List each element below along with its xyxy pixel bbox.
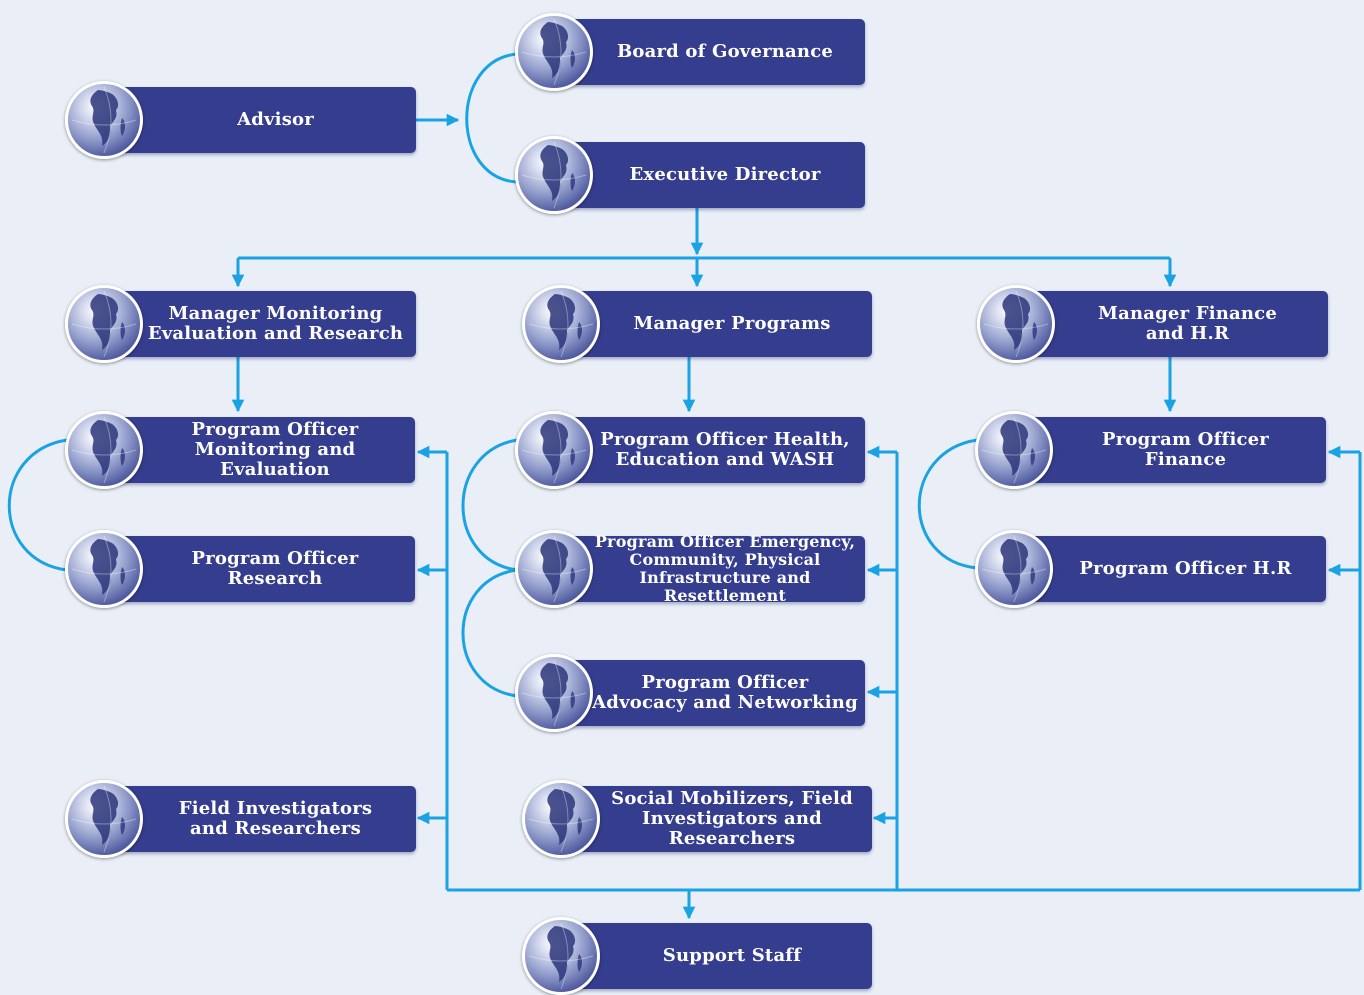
middle-bracket-lower: [461, 568, 518, 698]
node-po-finance-label: Program Officer Finance: [1102, 429, 1269, 470]
node-support-staff: Support Staff: [522, 917, 872, 995]
globe-icon: [522, 780, 600, 858]
globe-icon: [65, 411, 143, 489]
globe-icon: [977, 285, 1055, 363]
node-po-research: Program Officer Research: [65, 530, 415, 608]
left-bracket: [7, 438, 68, 572]
right-bracket: [917, 438, 978, 570]
node-po-hr: Program Officer H.R: [975, 530, 1326, 608]
node-manager-programs: Manager Programs: [522, 285, 872, 363]
node-po-health-label: Program Officer Health, Education and WA…: [600, 429, 850, 470]
node-po-health: Program Officer Health, Education and WA…: [515, 411, 865, 489]
node-manager-finance: Manager Finance and H.R: [977, 285, 1328, 363]
node-po-advocacy: Program Officer Advocacy and Networking: [515, 654, 865, 732]
globe-icon: [515, 654, 593, 732]
board-executive-bracket: [465, 52, 518, 184]
node-po-advocacy-label: Program Officer Advocacy and Networking: [592, 672, 858, 713]
globe-icon: [65, 530, 143, 608]
node-field-investigators-label: Field Investigators and Researchers: [178, 798, 373, 839]
node-po-me-label: Program Officer Monitoring and Evaluatio…: [191, 419, 359, 480]
globe-icon: [522, 285, 600, 363]
node-advisor-label: Advisor: [237, 109, 314, 130]
globe-icon: [975, 530, 1053, 608]
node-field-investigators: Field Investigators and Researchers: [65, 780, 416, 858]
globe-icon: [65, 780, 143, 858]
node-po-monitoring-evaluation: Program Officer Monitoring and Evaluatio…: [65, 411, 415, 489]
globe-icon: [515, 13, 593, 91]
node-social-mobilizers: Social Mobilizers, Field Investigators a…: [522, 780, 872, 858]
globe-icon: [65, 81, 143, 159]
globe-icon: [65, 285, 143, 363]
node-board-label: Board of Governance: [616, 41, 834, 62]
node-support-staff-label: Support Staff: [662, 945, 802, 966]
node-executive-label: Executive Director: [629, 164, 821, 185]
node-advisor: Advisor: [65, 81, 416, 159]
node-executive-director: Executive Director: [515, 136, 865, 214]
node-manager-finance-label: Manager Finance and H.R: [1098, 303, 1277, 344]
node-manager-mer: Manager Monitoring Evaluation and Resear…: [65, 285, 416, 363]
middle-bracket-upper: [461, 438, 518, 572]
globe-icon: [515, 411, 593, 489]
globe-icon: [975, 411, 1053, 489]
globe-icon: [515, 136, 593, 214]
node-po-hr-label: Program Officer H.R: [1079, 558, 1292, 579]
node-po-research-label: Program Officer Research: [191, 548, 359, 589]
node-manager-programs-label: Manager Programs: [633, 313, 831, 334]
node-po-emergency-label: Program Officer Emergency, Community, Ph…: [594, 532, 856, 605]
globe-icon: [515, 530, 593, 608]
node-po-finance: Program Officer Finance: [975, 411, 1326, 489]
node-social-mobilizers-label: Social Mobilizers, Field Investigators a…: [611, 788, 853, 849]
node-po-emergency: Program Officer Emergency, Community, Ph…: [515, 530, 865, 608]
node-board-of-governance: Board of Governance: [515, 13, 865, 91]
globe-icon: [522, 917, 600, 995]
node-manager-mer-label: Manager Monitoring Evaluation and Resear…: [147, 303, 404, 344]
